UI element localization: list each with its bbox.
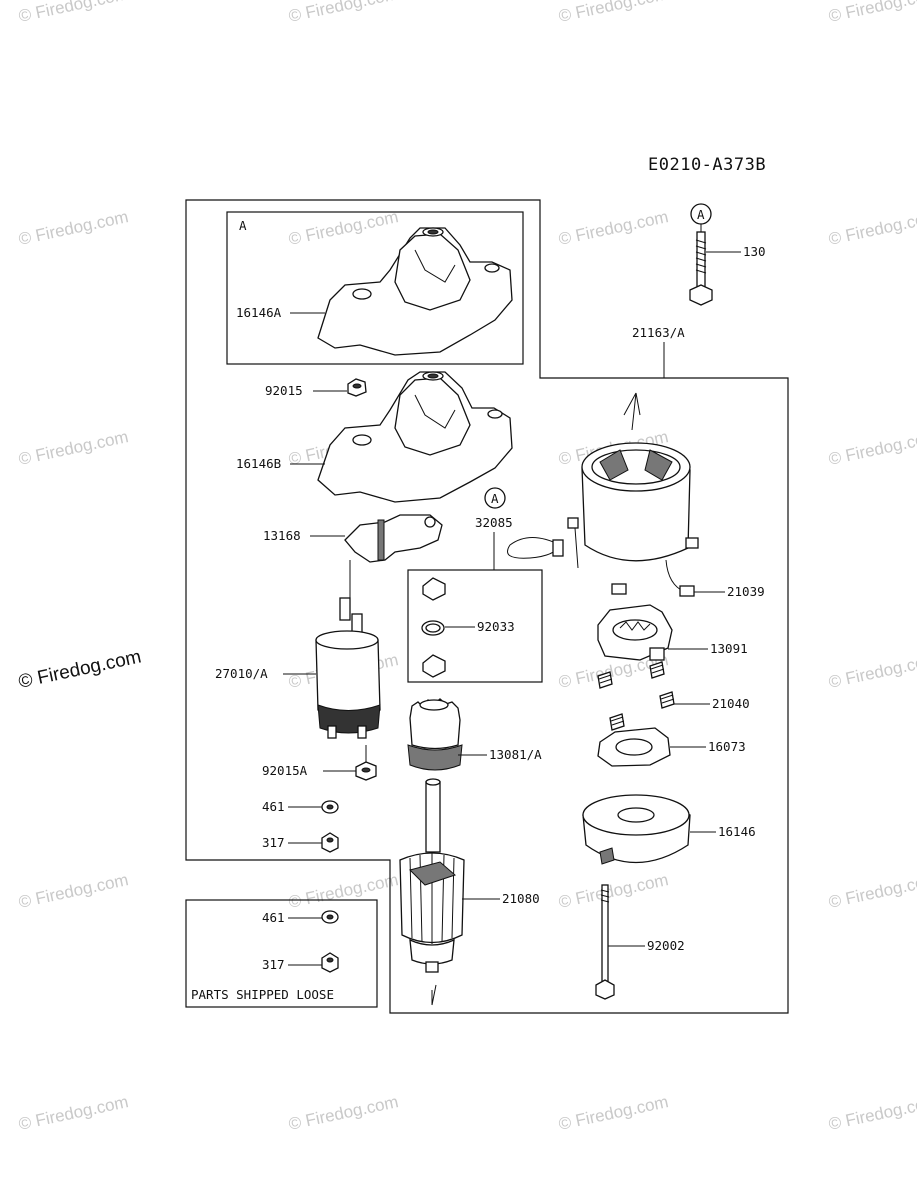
nut-92015 xyxy=(347,378,367,397)
label-92033: 92033 xyxy=(477,619,515,634)
watermark: © Firedog.com xyxy=(557,0,670,26)
bolt-92002 xyxy=(595,884,615,1000)
label-92015A: 92015A xyxy=(262,763,308,778)
brush-holder-13091 xyxy=(597,604,673,661)
watermark: © Firedog.com xyxy=(557,870,670,912)
watermark: © Firedog.com xyxy=(557,207,670,249)
watermark: © Firedog.com xyxy=(17,207,130,249)
variant-a-box xyxy=(226,211,524,365)
label-21080: 21080 xyxy=(502,891,540,906)
label-92002: 92002 xyxy=(647,938,685,953)
watermark: © Firedog.com xyxy=(827,207,917,249)
label-21039: 21039 xyxy=(727,584,765,599)
ref-circle-a-mid: A xyxy=(484,487,506,509)
kit-parts-32085 xyxy=(421,577,446,678)
diagram-code: E0210-A373B xyxy=(648,155,766,175)
ref-circle-a-top: A xyxy=(690,203,712,232)
parts-shipped-loose-box xyxy=(185,899,378,1008)
washer-461-main xyxy=(321,800,339,814)
svg-text:A: A xyxy=(491,491,499,506)
watermark: © Firedog.com xyxy=(827,1092,917,1134)
solenoid-27010A xyxy=(315,597,381,739)
label-317-loose: 317 xyxy=(262,957,285,972)
watermark: © Firedog.com xyxy=(17,0,130,26)
watermark: © Firedog.com xyxy=(17,1092,130,1134)
label-16146B: 16146B xyxy=(236,456,281,471)
loose-nut-317 xyxy=(321,952,339,973)
watermark: © Firedog.com xyxy=(17,427,130,469)
watermark: © Firedog.com xyxy=(827,0,917,26)
label-13168: 13168 xyxy=(263,528,301,543)
parts-shipped-loose-title: PARTS SHIPPED LOOSE xyxy=(191,987,334,1002)
label-92015: 92015 xyxy=(265,383,303,398)
label-16146A: 16146A xyxy=(236,305,282,320)
springs-21040 xyxy=(597,661,675,731)
main-assembly-outline xyxy=(185,199,789,1014)
label-27010A: 27010/A xyxy=(215,666,268,681)
svg-text:A: A xyxy=(697,207,705,222)
label-13081A: 13081/A xyxy=(489,747,542,762)
lever-13168 xyxy=(344,514,443,563)
leader-lines xyxy=(283,251,741,966)
loose-washer-461 xyxy=(321,910,339,924)
housing-16146A xyxy=(317,227,513,356)
label-461-loose: 461 xyxy=(262,910,285,925)
label-16146: 16146 xyxy=(718,824,756,839)
label-130: 130 xyxy=(743,244,766,259)
bolt-130 xyxy=(689,231,713,306)
plate-16073 xyxy=(597,727,671,767)
watermark: © Firedog.com xyxy=(557,1092,670,1134)
watermark: © Firedog.com xyxy=(17,870,130,912)
housing-16146B xyxy=(317,371,513,503)
kit-box-32085 xyxy=(407,569,543,683)
watermark: © Firedog.com xyxy=(287,0,400,26)
watermark: © Firedog.com xyxy=(827,427,917,469)
watermark: © Firedog.com xyxy=(287,207,400,249)
watermark: © Firedog.com xyxy=(827,650,917,692)
watermark-dark: © Firedog.com xyxy=(17,646,144,693)
watermark: © Firedog.com xyxy=(287,870,400,912)
watermark-layer: © Firedog.com © Firedog.com © Firedog.co… xyxy=(17,0,917,1134)
label-21163A: 21163/A xyxy=(632,325,685,340)
label-461: 461 xyxy=(262,799,285,814)
label-16073: 16073 xyxy=(708,739,746,754)
label-13091: 13091 xyxy=(710,641,748,656)
pinion-13081A xyxy=(407,698,463,771)
end-cover-16146 xyxy=(582,794,691,865)
watermark: © Firedog.com xyxy=(827,870,917,912)
label-32085: 32085 xyxy=(475,515,513,530)
label-21040: 21040 xyxy=(712,696,750,711)
label-317: 317 xyxy=(262,835,285,850)
yoke-21163A xyxy=(507,392,699,597)
watermark: © Firedog.com xyxy=(287,1092,400,1134)
variant-a-label: A xyxy=(239,218,247,233)
nut-92015A xyxy=(355,761,377,781)
nut-317-main xyxy=(321,832,339,853)
armature-21080 xyxy=(399,778,465,973)
